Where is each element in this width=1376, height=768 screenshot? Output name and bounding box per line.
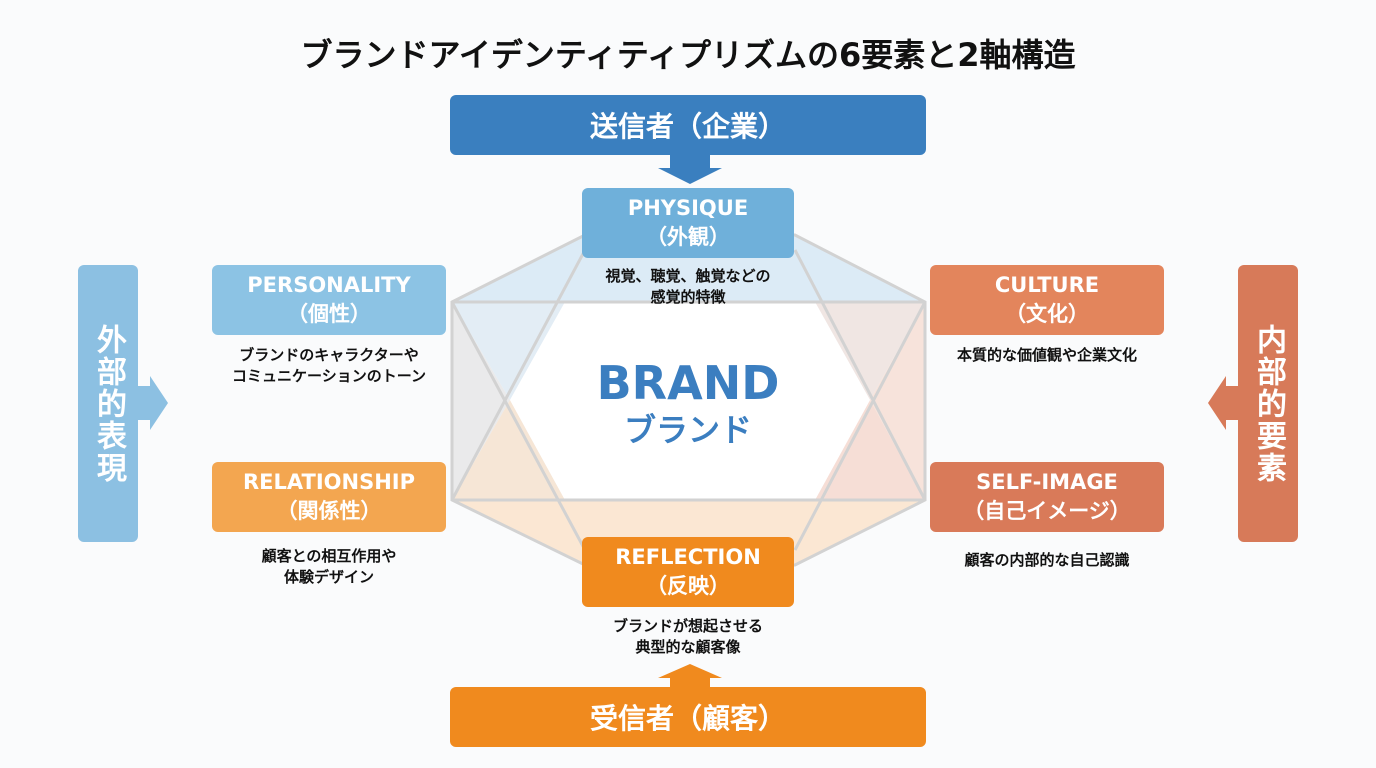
lower-right-region (815, 400, 925, 500)
self-image-desc: 顧客の内部的な自己認識 (897, 550, 1197, 571)
upper-left-region (452, 302, 565, 400)
reflection-ja: （反映） (646, 574, 730, 598)
personality-en: PERSONALITY (247, 273, 411, 297)
diagram-title: ブランドアイデンティティプリズムの6要素と2軸構造 (300, 36, 1076, 74)
brand-center: BRAND ブランド (560, 356, 816, 450)
left-region (452, 302, 510, 500)
desc-line: 顧客との相互作用や (261, 547, 397, 565)
desc-line: 視覚、聴覚、触覚などの (605, 267, 771, 285)
right-region (870, 302, 925, 500)
top-region (452, 235, 925, 302)
desc-line: ブランドが想起させる (612, 617, 763, 635)
left-axis-arrow (137, 376, 168, 430)
culture-desc: 本質的な価値観や企業文化 (897, 345, 1197, 366)
relationship-en: RELATIONSHIP (243, 470, 415, 494)
sender-banner: 送信者（企業） (450, 95, 926, 155)
receiver-banner: 受信者（顧客） (450, 687, 926, 747)
self-image-ja: （自己イメージ） (963, 499, 1131, 523)
brand-en: BRAND (596, 356, 780, 410)
receiver-arrow (658, 664, 722, 690)
physique-box: PHYSIQUE （外観） (582, 188, 794, 258)
relationship-desc: 顧客との相互作用や 体験デザイン (179, 546, 479, 588)
physique-desc: 視覚、聴覚、触覚などの 感覚的特徴 (538, 266, 838, 308)
upper-right-region (815, 302, 925, 400)
right-axis-arrow (1208, 376, 1239, 430)
desc-line: コミュニケーションのトーン (232, 367, 426, 385)
physique-en: PHYSIQUE (627, 196, 749, 220)
personality-ja: （個性） (287, 302, 371, 326)
culture-en: CULTURE (994, 273, 1100, 297)
inner-hexagon (510, 302, 870, 500)
personality-box: PERSONALITY （個性） (212, 265, 446, 335)
self-image-en: SELF-IMAGE (976, 470, 1118, 494)
personality-desc: ブランドのキャラクターや コミュニケーションのトーン (179, 345, 479, 387)
left-axis-label: 外部的表現 (78, 265, 138, 542)
reflection-desc: ブランドが想起させる 典型的な顧客像 (538, 616, 838, 658)
lower-left-region (452, 400, 565, 500)
reflection-box: REFLECTION （反映） (582, 537, 794, 607)
sender-arrow (658, 153, 722, 184)
brand-ja: ブランド (623, 411, 752, 449)
right-axis-label: 内部的要素 (1238, 265, 1298, 542)
bottom-region (452, 500, 925, 565)
culture-box: CULTURE （文化） (930, 265, 1164, 335)
desc-line: ブランドのキャラクターや (239, 346, 419, 364)
reflection-en: REFLECTION (615, 545, 761, 569)
desc-line: 典型的な顧客像 (635, 638, 741, 656)
desc-line: 体験デザイン (283, 568, 374, 586)
desc-line: 感覚的特徴 (650, 288, 726, 306)
self-image-box: SELF-IMAGE （自己イメージ） (930, 462, 1164, 532)
relationship-box: RELATIONSHIP （関係性） (212, 462, 446, 532)
desc-line: 顧客の内部的な自己認識 (964, 551, 1130, 569)
physique-ja: （外観） (646, 225, 730, 249)
desc-line: 本質的な価値観や企業文化 (956, 346, 1137, 364)
relationship-ja: （関係性） (276, 499, 382, 523)
culture-ja: （文化） (1005, 302, 1089, 326)
